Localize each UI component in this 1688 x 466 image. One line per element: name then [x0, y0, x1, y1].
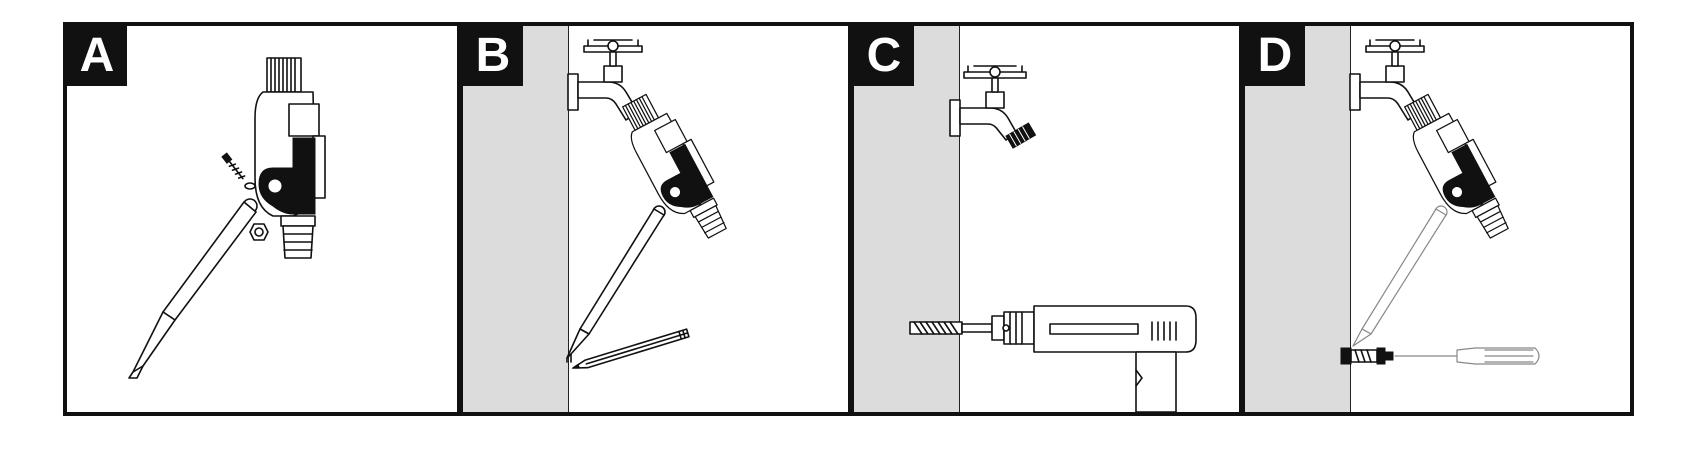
panel-d: D — [1241, 22, 1634, 416]
panel-a-label: A — [67, 26, 127, 86]
faucet — [949, 65, 1037, 149]
timer-body — [613, 85, 737, 250]
panel-a: A — [63, 22, 461, 416]
nut — [249, 223, 269, 241]
panel-b-illustration — [566, 39, 737, 369]
support-rod — [1352, 205, 1448, 347]
panel-d-label: D — [1245, 26, 1305, 86]
panel-d-illustration — [1340, 39, 1540, 365]
support-rod — [566, 205, 666, 363]
panel-a-illustration — [128, 57, 326, 379]
panel-b-label: B — [463, 26, 523, 86]
timer-body — [1395, 85, 1519, 250]
wall-anchor — [1340, 347, 1394, 365]
wall — [1245, 26, 1351, 412]
washer — [244, 182, 256, 190]
panel-c: C — [850, 22, 1243, 416]
screw — [221, 152, 246, 180]
wall — [463, 26, 569, 412]
panel-b: B — [459, 22, 852, 416]
drill — [909, 305, 1197, 412]
wall — [854, 26, 960, 412]
support-rod — [128, 198, 258, 379]
panel-c-illustration — [909, 65, 1197, 412]
pencil — [571, 328, 690, 369]
screwdriver — [1394, 347, 1540, 365]
panel-c-label: C — [854, 26, 914, 86]
